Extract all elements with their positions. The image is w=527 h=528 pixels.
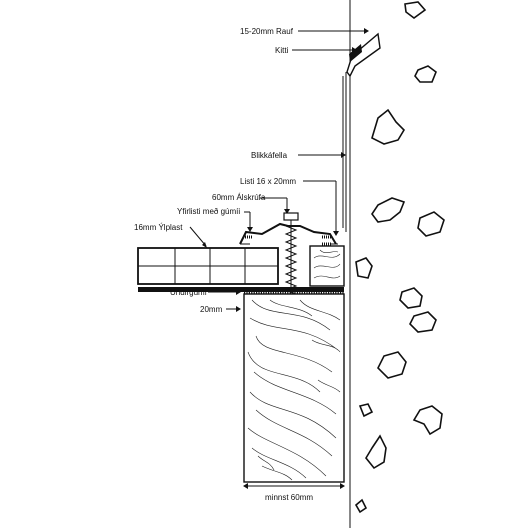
under-rubber-strip bbox=[138, 287, 344, 294]
label-width: minnst 60mm bbox=[265, 493, 313, 502]
polycarbonate-sheet bbox=[137, 247, 279, 285]
cover-strip bbox=[239, 212, 338, 245]
label-alskrufa: 60mm Álskrúfa bbox=[212, 193, 266, 202]
top-flashing bbox=[342, 32, 381, 232]
label-undirgumi: Undirgúmí bbox=[170, 288, 208, 297]
label-yfirlisti: Yfirlisti með gúmíi bbox=[177, 207, 240, 216]
label-kitti: Kitti bbox=[275, 46, 289, 55]
label-blikkafella: Blikkáfella bbox=[251, 151, 288, 160]
batten bbox=[309, 242, 345, 287]
timber-beam bbox=[243, 293, 345, 483]
label-gap: 20mm bbox=[200, 305, 223, 314]
width-dimension bbox=[243, 483, 345, 489]
label-rauf: 15-20mm Rauf bbox=[240, 27, 294, 36]
stone-wall-texture bbox=[354, 1, 445, 514]
label-listi: Listi 16 x 20mm bbox=[240, 177, 296, 186]
label-yliplast: 16mm Ýlplast bbox=[134, 223, 183, 232]
